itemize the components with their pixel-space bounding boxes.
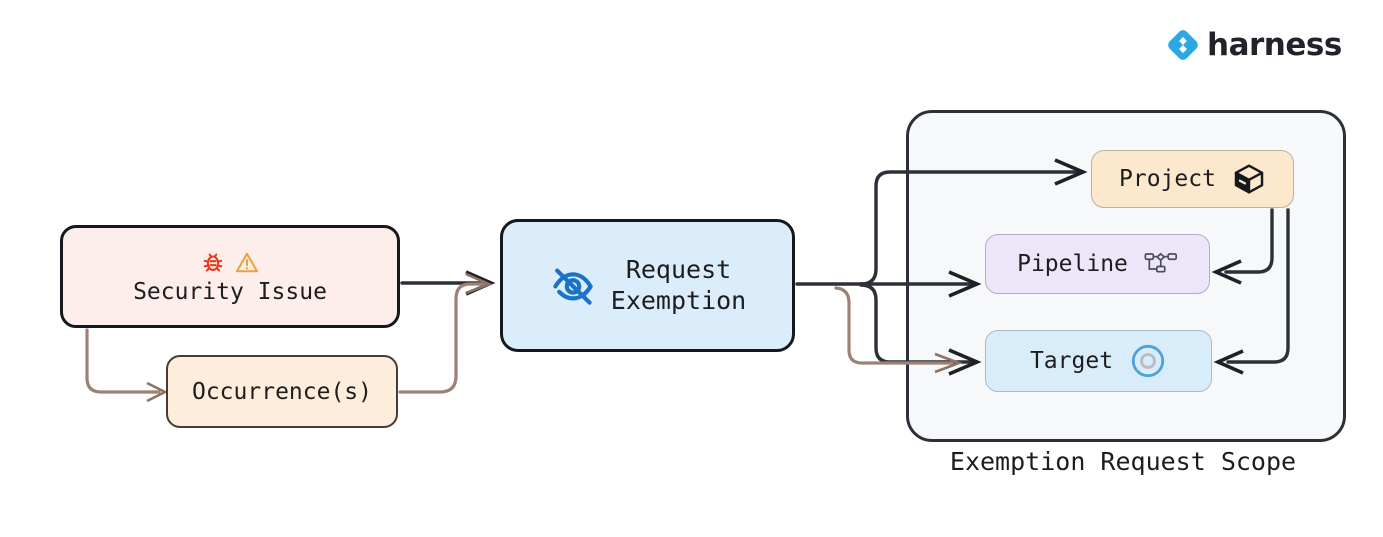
node-occurrences[interactable]: Occurrence(s): [166, 355, 398, 428]
project-label: Project: [1119, 166, 1216, 192]
target-circle-icon: [1131, 344, 1165, 378]
node-request-exemption[interactable]: Request Exemption: [500, 219, 795, 352]
edge-occurrence-to-request: [398, 272, 493, 394]
pipeline-label: Pipeline: [1017, 251, 1128, 277]
warning-triangle-icon: [235, 252, 259, 273]
edge-security-to-occurrence: [85, 328, 168, 403]
pipeline-nodes-icon: [1144, 252, 1177, 273]
security-issue-label: Security Issue: [133, 278, 327, 305]
harness-wordmark: harness: [1207, 26, 1342, 63]
scope-caption: Exemption Request Scope: [949, 447, 1297, 476]
node-security-issue[interactable]: Security Issue: [60, 225, 400, 328]
cube-box-icon: [1234, 164, 1264, 194]
security-issue-icon-row: [200, 248, 260, 278]
occurrences-label: Occurrence(s): [191, 378, 372, 405]
harness-diamond-icon: [1168, 30, 1198, 60]
harness-logo: harness: [1166, 28, 1342, 62]
request-exemption-label: Request Exemption: [610, 255, 747, 315]
eye-off-icon: [553, 268, 593, 305]
bug-icon: [203, 253, 223, 272]
node-target[interactable]: Target: [985, 330, 1212, 392]
target-label: Target: [1029, 348, 1114, 374]
node-pipeline[interactable]: Pipeline: [985, 234, 1210, 294]
node-project[interactable]: Project: [1091, 150, 1294, 208]
edge-security-to-request: [400, 270, 496, 296]
